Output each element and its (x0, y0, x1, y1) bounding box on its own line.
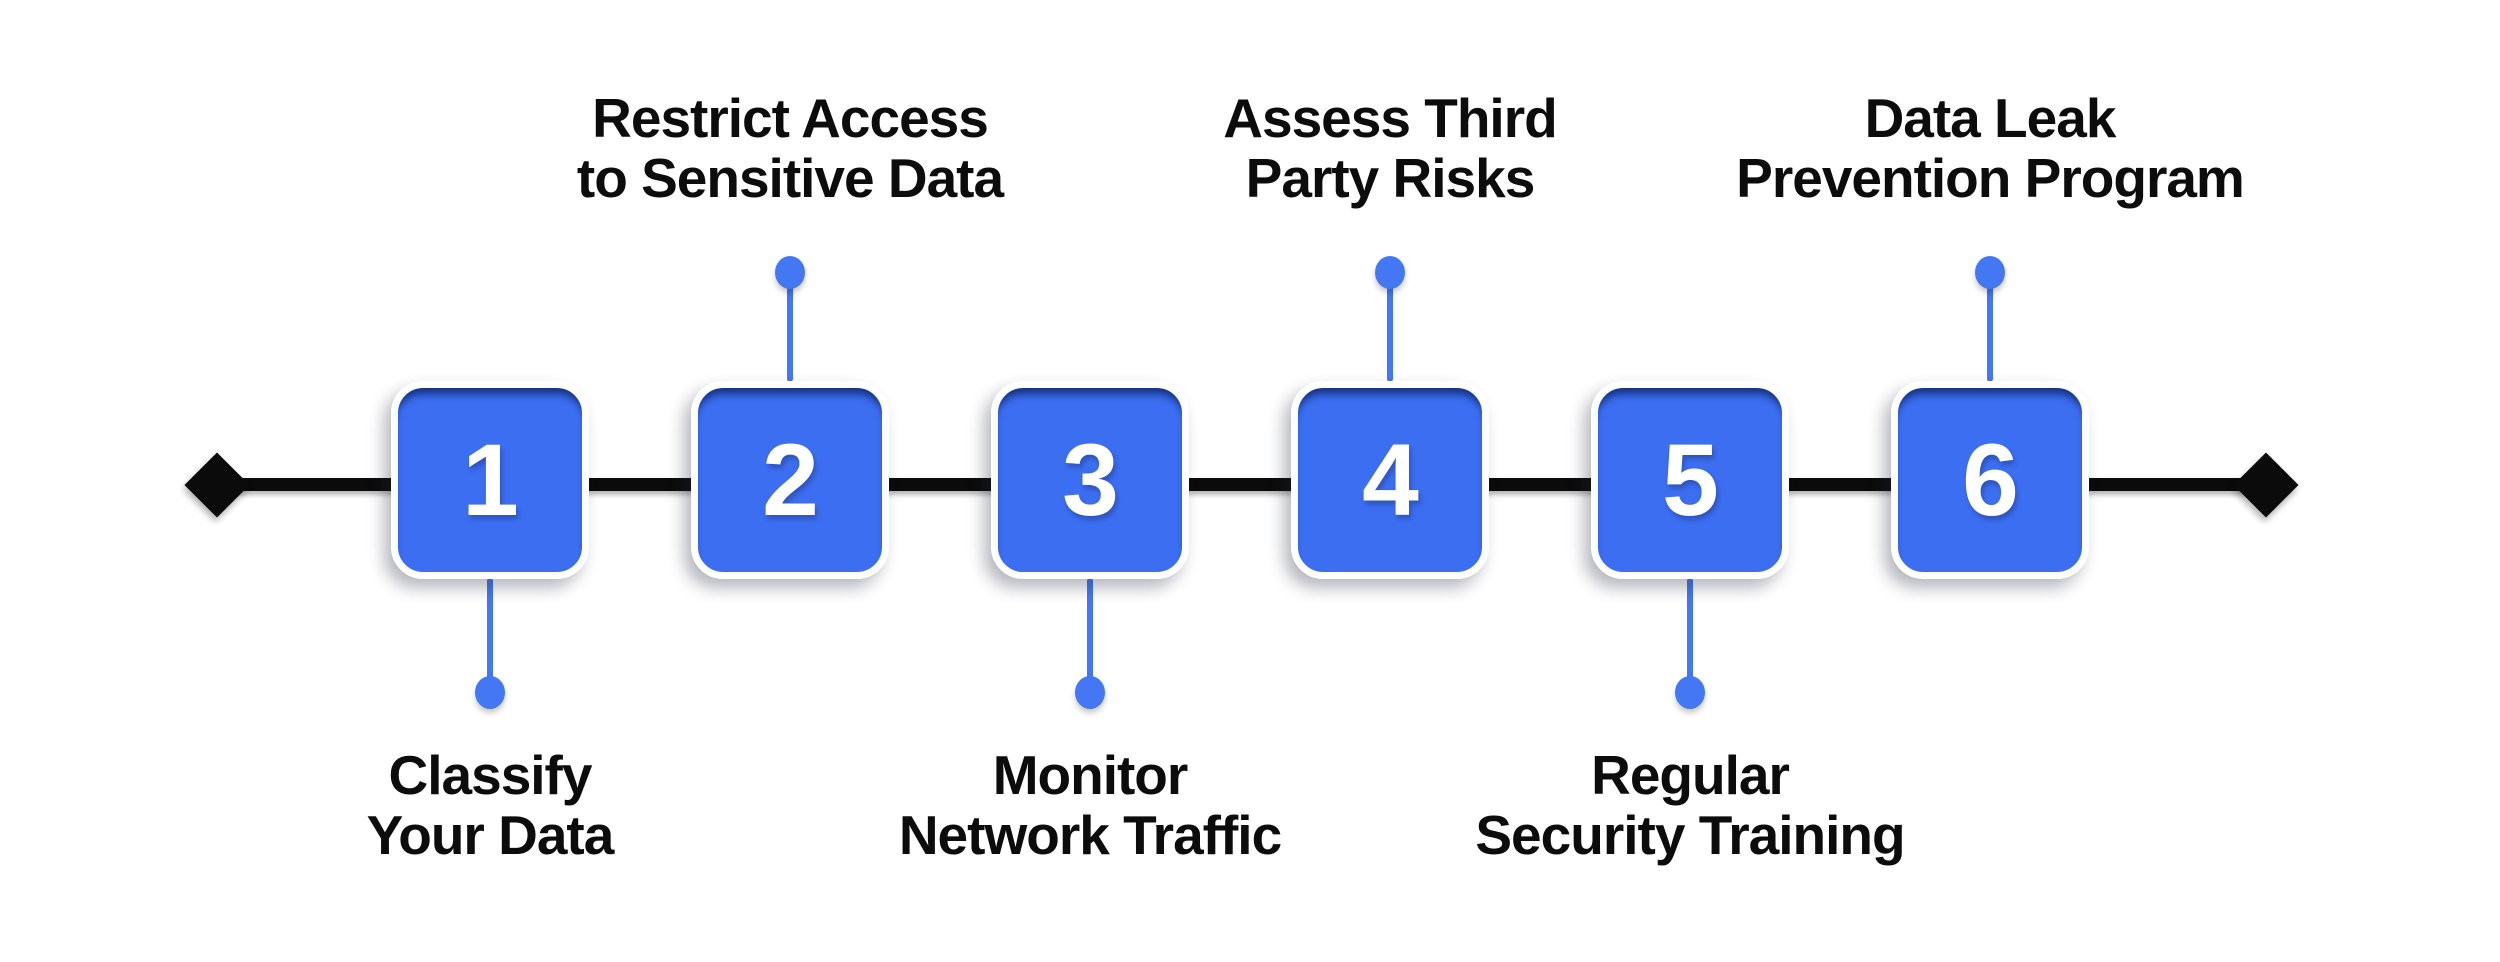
step-2-label-line1: Restrict Access (592, 87, 989, 149)
step-1-connector (487, 578, 493, 692)
step-6-label-line2: Prevention Program (1736, 147, 2245, 209)
step-6-number: 6 (1962, 422, 2019, 537)
step-4-node: 4 (1291, 381, 1489, 579)
step-1-label-line1: Classify (388, 744, 593, 806)
step-2-number: 2 (762, 422, 819, 537)
step-4-label-line2: Party Risks (1245, 147, 1536, 209)
timeline-start-diamond-icon (184, 452, 250, 518)
step-4-connector (1387, 272, 1393, 382)
step-4-label: Assess Third Party Risks (1040, 88, 1740, 208)
step-3-node: 3 (991, 381, 1189, 579)
step-2-label-line2: to Sensitive Data (576, 147, 1004, 209)
step-3-connector-dot (1075, 676, 1105, 709)
step-2-connector-dot (775, 256, 805, 289)
step-4-label-line1: Assess Third (1223, 87, 1557, 149)
step-6-connector (1987, 272, 1993, 382)
step-4-connector-dot (1375, 256, 1405, 289)
step-6-node: 6 (1891, 381, 2089, 579)
step-3-connector (1087, 578, 1093, 692)
step-5-connector-dot (1675, 676, 1705, 709)
step-2-connector (787, 272, 793, 382)
step-1-number: 1 (462, 422, 519, 537)
step-2-node: 2 (691, 381, 889, 579)
step-1-label-line2: Your Data (366, 804, 615, 866)
step-3-label: Monitor Network Traffic (740, 745, 1440, 865)
step-6-label-line1: Data Leak (1864, 87, 2117, 149)
step-5-label-line2: Security Training (1475, 804, 1905, 866)
step-6-label: Data Leak Prevention Program (1640, 88, 2340, 208)
step-6-connector-dot (1975, 256, 2005, 289)
step-5-node: 5 (1591, 381, 1789, 579)
timeline-end-diamond-icon (2233, 452, 2299, 518)
step-3-number: 3 (1062, 422, 1119, 537)
step-5-number: 5 (1662, 422, 1719, 537)
step-5-label: Regular Security Training (1340, 745, 2040, 865)
step-3-label-line2: Network Traffic (898, 804, 1282, 866)
step-2-label: Restrict Access to Sensitive Data (440, 88, 1140, 208)
step-1-label: Classify Your Data (140, 745, 840, 865)
step-5-connector (1687, 578, 1693, 692)
step-5-label-line1: Regular (1591, 744, 1790, 806)
step-1-node: 1 (391, 381, 589, 579)
step-3-label-line1: Monitor (992, 744, 1189, 806)
step-4-number: 4 (1362, 422, 1419, 537)
step-1-connector-dot (475, 676, 505, 709)
